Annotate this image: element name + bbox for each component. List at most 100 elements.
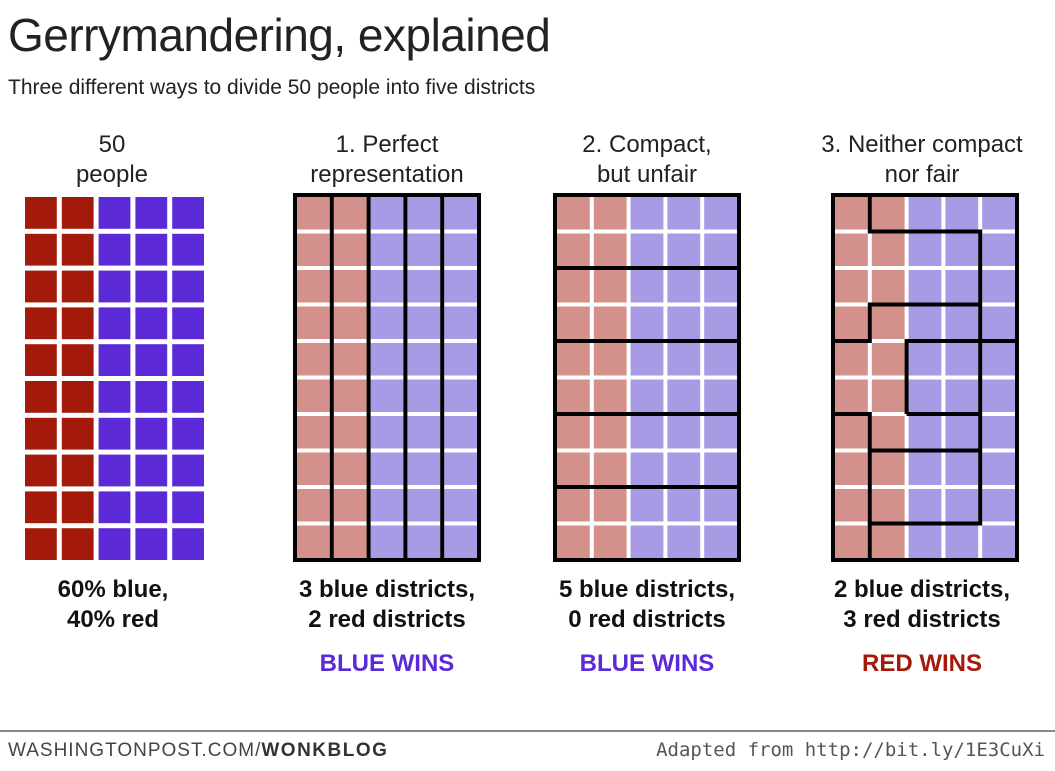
voter-red — [333, 379, 367, 412]
voter-red — [557, 233, 590, 266]
panel-result-compact: 5 blue districts, 0 red districts — [558, 576, 736, 633]
voter-blue — [370, 306, 404, 339]
voter-blue — [945, 270, 979, 303]
voter-red — [557, 270, 590, 303]
voter-red — [835, 379, 868, 412]
voter-blue — [98, 528, 131, 560]
voter-red — [297, 343, 330, 376]
voter-red — [593, 416, 627, 449]
voter-red — [25, 233, 57, 266]
voter-red — [297, 306, 330, 339]
voter-red — [871, 379, 905, 412]
voter-red — [557, 343, 590, 376]
voter-blue — [407, 525, 441, 558]
voter-red — [871, 233, 905, 266]
map-border — [831, 193, 1019, 562]
voter-red — [557, 489, 590, 522]
voter-blue — [135, 233, 168, 266]
voter-blue — [908, 525, 942, 558]
voter-blue — [444, 489, 477, 522]
voter-blue — [630, 489, 664, 522]
voter-blue — [630, 343, 664, 376]
voter-red — [333, 197, 367, 230]
voter-blue — [407, 452, 441, 485]
voter-red — [25, 381, 57, 413]
voter-red — [835, 416, 868, 449]
voter-red — [557, 379, 590, 412]
voter-blue — [982, 270, 1015, 303]
voter-blue — [172, 270, 204, 303]
voter-blue — [945, 306, 979, 339]
voter-red — [835, 270, 868, 303]
voter-blue — [135, 528, 168, 560]
voter-blue — [135, 270, 168, 303]
footer-source: WASHINGTONPOST.COM/WONKBLOG — [8, 740, 389, 761]
voter-red — [835, 343, 868, 376]
voter-blue — [908, 233, 942, 266]
panel-result-neither: 2 blue districts, 3 red districts — [833, 576, 1011, 633]
voter-blue — [667, 306, 701, 339]
district-line — [833, 302, 981, 343]
voter-red — [835, 306, 868, 339]
voter-red — [333, 306, 367, 339]
voter-blue — [444, 270, 477, 303]
voter-red — [871, 416, 905, 449]
voter-blue — [444, 452, 477, 485]
voter-blue — [667, 416, 701, 449]
voter-red — [871, 452, 905, 485]
voter-red — [333, 416, 367, 449]
voter-blue — [630, 452, 664, 485]
voter-blue — [982, 379, 1015, 412]
voter-blue — [444, 197, 477, 230]
voter-red — [835, 233, 868, 266]
voter-red — [333, 270, 367, 303]
voter-blue — [98, 344, 131, 376]
voter-blue — [704, 343, 737, 376]
voter-blue — [630, 379, 664, 412]
voter-red — [61, 307, 94, 340]
voter-red — [333, 489, 367, 522]
voter-blue — [98, 197, 131, 229]
voter-blue — [667, 489, 701, 522]
panel-heading-neither: 3. Neither compact nor fair — [821, 131, 1023, 188]
voter-blue — [370, 489, 404, 522]
voter-red — [835, 489, 868, 522]
voter-blue — [630, 416, 664, 449]
voter-blue — [98, 381, 131, 413]
voter-red — [557, 197, 590, 230]
voter-red — [61, 454, 94, 487]
voter-red — [871, 197, 905, 230]
voter-blue — [444, 343, 477, 376]
voter-blue — [444, 525, 477, 558]
voter-blue — [407, 197, 441, 230]
voter-blue — [982, 233, 1015, 266]
voter-blue — [370, 197, 404, 230]
voter-blue — [135, 197, 168, 229]
voter-blue — [630, 525, 664, 558]
voter-blue — [135, 307, 168, 340]
voter-blue — [704, 270, 737, 303]
voter-blue — [667, 343, 701, 376]
voter-blue — [407, 379, 441, 412]
map-border — [293, 193, 481, 562]
voter-blue — [630, 233, 664, 266]
voter-red — [333, 525, 367, 558]
voter-red — [297, 525, 330, 558]
voter-red — [593, 452, 627, 485]
voter-red — [593, 197, 627, 230]
voter-red — [61, 417, 94, 450]
voter-red — [593, 233, 627, 266]
voter-blue — [135, 417, 168, 450]
voter-blue — [172, 344, 204, 376]
voter-blue — [407, 416, 441, 449]
map-border — [553, 193, 741, 562]
voter-blue — [407, 343, 441, 376]
voter-blue — [945, 379, 979, 412]
panel-heading-compact: 2. Compact, but unfair — [582, 131, 712, 188]
voter-red — [61, 528, 94, 560]
voter-blue — [982, 489, 1015, 522]
voter-blue — [370, 416, 404, 449]
voter-blue — [704, 233, 737, 266]
voter-blue — [98, 270, 131, 303]
voter-blue — [135, 454, 168, 487]
